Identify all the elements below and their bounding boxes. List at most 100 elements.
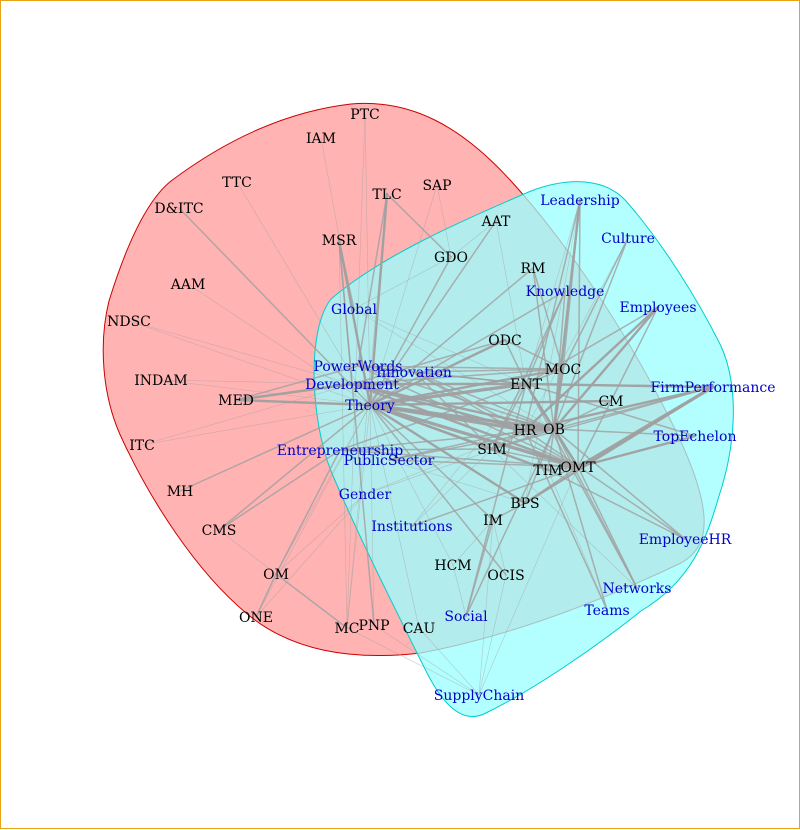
edge-SupplyChain-OMT (478, 466, 579, 696)
node-networks: Networks (603, 581, 672, 597)
node-odc: ODC (488, 333, 521, 349)
node-cau: CAU (403, 621, 436, 637)
node-publicsector: PublicSector (344, 453, 435, 469)
node-sap: SAP (422, 178, 451, 194)
edge-HR-SIM (491, 429, 526, 450)
edge-PublicSector-OMT (388, 459, 579, 468)
edge-Theory-MC (346, 404, 371, 629)
node-tlc: TLC (372, 187, 401, 203)
edge-SupplyChain-IM (478, 519, 494, 696)
node-sim: SIM (477, 442, 506, 458)
edge-Culture-MOC (562, 237, 629, 370)
edge-PNP-MC (346, 624, 375, 629)
edge-Innovation-ENT (413, 371, 527, 385)
node-bps: BPS (510, 496, 539, 512)
edge-SupplyChain-OCIS (478, 574, 507, 696)
edge-Innovation-MOC (413, 368, 564, 373)
edge-OMT-ENT (524, 382, 580, 469)
edge-Development-HR (350, 382, 527, 432)
edge-Knowledge-SIM (491, 290, 566, 450)
edge-Networks-ENT (525, 383, 638, 589)
edge-MOC-ODC (504, 339, 564, 370)
edge-Networks-OMT (577, 466, 638, 589)
edge-Theory-PNP (369, 404, 375, 626)
edge-Global-GDO (353, 256, 452, 310)
edge-PTC-MC (346, 113, 366, 629)
edge-OM-MC (275, 573, 348, 629)
edge-SAP-GDO (436, 184, 452, 258)
edge-SupplyChain-MC (346, 627, 480, 696)
edge-Theory-HCM (369, 404, 454, 566)
edge-Theory-TIM (368, 403, 550, 472)
edge-Gender-HR (364, 429, 526, 495)
edge-Employees-OB (552, 305, 660, 431)
node-cm: CM (598, 394, 623, 410)
edge-TLC-MC (346, 193, 388, 629)
edge-OB-TIM (547, 428, 555, 471)
edge-OB-SIM (491, 428, 555, 450)
edge-Development-INDAM (160, 379, 353, 385)
edge-Social-HCM (452, 564, 467, 617)
node-culture: Culture (601, 231, 655, 247)
node-rm: RM (521, 261, 546, 277)
node-hcm: HCM (434, 558, 471, 574)
edge-SupplyChain-CAU (418, 627, 480, 696)
edge-Development-OMT (350, 382, 580, 469)
edge-AAT-GDO (450, 220, 497, 258)
edge-Global-ENT (353, 308, 527, 385)
node-ditc: D&ITC (154, 201, 203, 217)
edge-BPS-IM (492, 502, 526, 521)
edge-Culture-HR (524, 237, 629, 431)
edge-Theory-PTC (364, 113, 371, 406)
edge-ENT-ODC (504, 339, 527, 385)
edge-PowerWords-TLC (357, 193, 388, 367)
node-ttc: TTC (222, 175, 252, 191)
edge-ENT-SIM (491, 383, 527, 450)
edge-FirmPerformance-HR (523, 385, 715, 432)
node-innovation: Innovation (376, 365, 452, 381)
edge-OMT-SIM (491, 448, 579, 468)
edge-Theory-MSR (337, 238, 372, 407)
edge-Entrepreneurship-OMT (339, 449, 579, 468)
edge-FirmPerformance-BPS (523, 385, 715, 505)
edge-layer (128, 113, 715, 696)
edge-PublicSector-HR (388, 429, 526, 461)
edge-OMT-BPS (524, 466, 579, 504)
node-ptc: PTC (350, 107, 379, 123)
edge-CMS-OM (218, 529, 277, 575)
node-theory: Theory (345, 398, 395, 414)
edge-Theory-CMS (218, 404, 371, 531)
node-gender: Gender (339, 487, 392, 503)
edge-Social-OB (465, 428, 555, 617)
edge-ENT-MOC (525, 368, 564, 385)
node-cms: CMS (202, 523, 237, 539)
node-gdo: GDO (434, 250, 468, 266)
node-knowledge: Knowledge (526, 284, 605, 300)
edge-TopEchelon-OB (553, 428, 696, 437)
edge-Theory-MH (179, 404, 371, 492)
edge-Social-ENT (465, 383, 527, 617)
edge-Entrepreneurship-OM (275, 449, 341, 575)
node-institutions: Institutions (371, 519, 452, 535)
node-itc: ITC (129, 438, 155, 454)
edge-OMT-TIM (547, 466, 579, 471)
edge-OB-MOC (552, 367, 565, 431)
node-tim: TIM (533, 463, 562, 479)
node-teams: Teams (584, 603, 629, 619)
edge-PowerWords-OMT (357, 365, 579, 468)
edge-Theory-MOC (368, 367, 565, 407)
node-employees: Employees (619, 300, 696, 316)
node-iam: IAM (306, 131, 336, 147)
edge-Development-ODC (351, 339, 506, 385)
node-label-layer: PTCIAMTTCD&ITCTLCSAPMSRAAMNDSCINDAMMEDIT… (107, 107, 775, 704)
node-moc: MOC (545, 362, 582, 378)
edge-OB-CM (553, 400, 612, 430)
node-pnp: PNP (358, 618, 389, 634)
edge-Entrepreneurship-SIM (339, 448, 493, 451)
edge-Theory-TTC (236, 181, 371, 406)
edge-Theory-MED (234, 398, 372, 407)
edge-Development-MED (234, 382, 354, 402)
edge-Institutions-OMT (411, 466, 579, 527)
edge-Entrepreneurship-ENT (339, 383, 527, 451)
node-leadership: Leadership (540, 193, 620, 209)
